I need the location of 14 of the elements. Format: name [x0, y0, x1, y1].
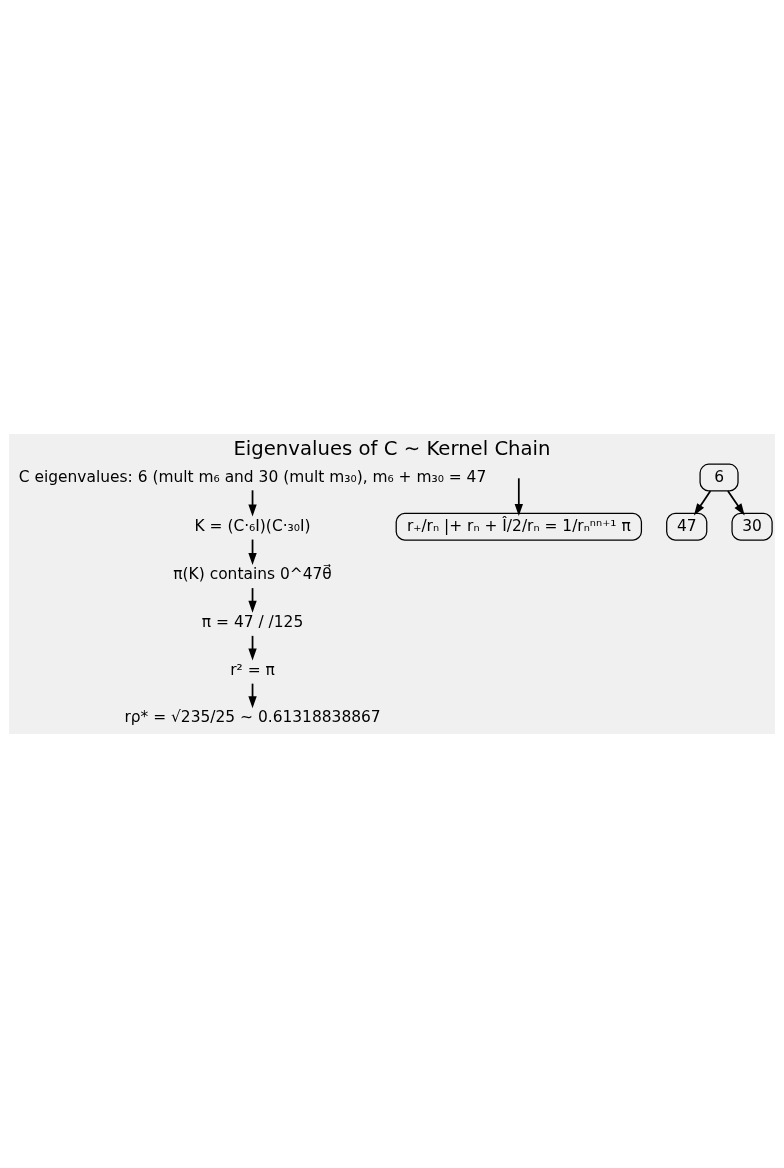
node-text: π(K) contains 0^47θ⃗	[173, 565, 332, 584]
node-box: 30	[731, 512, 773, 541]
node-box: r₊/rₙ |+ rₙ + Î/2/rₙ = 1/rₙⁿⁿ⁺¹ π	[395, 512, 643, 541]
node-box: 47	[666, 512, 708, 541]
diagram-title: Eigenvalues of C ∼ Kernel Chain	[233, 437, 551, 461]
node-text: K = (C·₆I)(C·₃₀I)	[194, 516, 311, 535]
node-text: C eigenvalues: 6 (mult m₆ and 30 (mult m₃₀), m₆ + m₃₀ = 47	[18, 467, 487, 486]
node-box: 6	[699, 463, 739, 492]
node-text: rρ* = √235/25 ∼ 0.61318838867	[124, 708, 381, 727]
arrow	[727, 490, 745, 516]
arrow	[514, 477, 523, 516]
node-text: r² = π	[230, 660, 275, 679]
arrow	[693, 490, 712, 516]
node-text: π = 47 / /125	[201, 612, 304, 631]
